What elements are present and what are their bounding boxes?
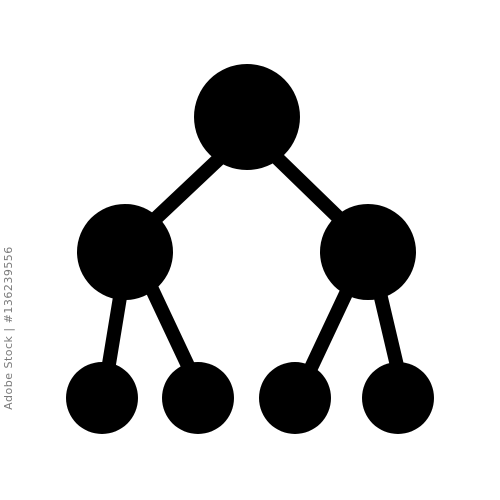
leaf-node-1 [66, 362, 138, 434]
connector-root-left [145, 149, 229, 229]
watermark-stock-id: Adobe Stock | #136239556 [2, 246, 15, 410]
root-node [194, 64, 300, 170]
child-node-right [320, 204, 416, 300]
tree-nodes [66, 64, 434, 434]
child-node-left [77, 204, 173, 300]
connector-right-leaf1 [303, 278, 357, 377]
leaf-node-2 [162, 362, 234, 434]
leaf-node-3 [259, 362, 331, 434]
connector-root-right [268, 149, 350, 229]
connector-right-leaf2 [371, 278, 405, 377]
connector-left-leaf2 [143, 278, 197, 377]
leaf-node-4 [362, 362, 434, 434]
